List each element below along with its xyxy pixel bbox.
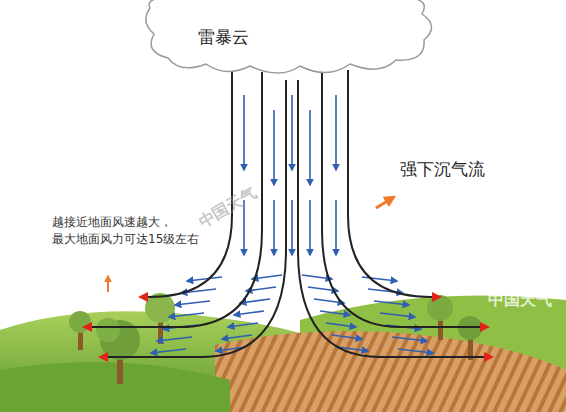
- wind-arrow: [222, 335, 252, 339]
- cloud-label: 雷暴云: [198, 26, 249, 49]
- wind-arrow: [234, 311, 264, 315]
- watermark: 中国天气: [195, 183, 261, 233]
- wind-arrow: [291, 95, 293, 170]
- cloud-shape: 雷暴云: [140, 0, 440, 76]
- wind-arrow: [392, 337, 427, 341]
- wind-arrows: [151, 95, 433, 353]
- wind-arrow: [151, 349, 186, 353]
- ground: [0, 296, 566, 412]
- trees: [69, 293, 482, 384]
- cloud-outline: [140, 0, 440, 76]
- wind-arrow: [332, 335, 362, 339]
- wind-arrow: [380, 313, 415, 317]
- cloud: [146, 0, 432, 73]
- flow-label: 强下沉气流: [400, 158, 485, 181]
- streamlines: [84, 70, 492, 357]
- wind-arrow: [362, 277, 397, 281]
- wind-arrow: [228, 323, 258, 327]
- wind-arrow: [335, 200, 337, 255]
- watermark: 中国天气: [488, 290, 552, 311]
- wind-arrow: [320, 311, 350, 315]
- wind-arrow: [374, 301, 409, 305]
- wind-arrow: [335, 95, 337, 170]
- wind-arrow: [309, 110, 311, 185]
- wind-arrow: [398, 349, 433, 353]
- wind-arrow: [243, 95, 245, 170]
- wind-arrow: [169, 313, 204, 317]
- wind-arrow: [309, 200, 311, 255]
- wind-arrow: [175, 301, 210, 305]
- wind-arrow: [326, 323, 356, 327]
- wind-arrow: [291, 200, 293, 255]
- wind-arrow: [157, 337, 192, 341]
- wind-arrow: [273, 200, 275, 255]
- wind-arrow: [187, 277, 222, 281]
- wind-arrow: [273, 110, 275, 185]
